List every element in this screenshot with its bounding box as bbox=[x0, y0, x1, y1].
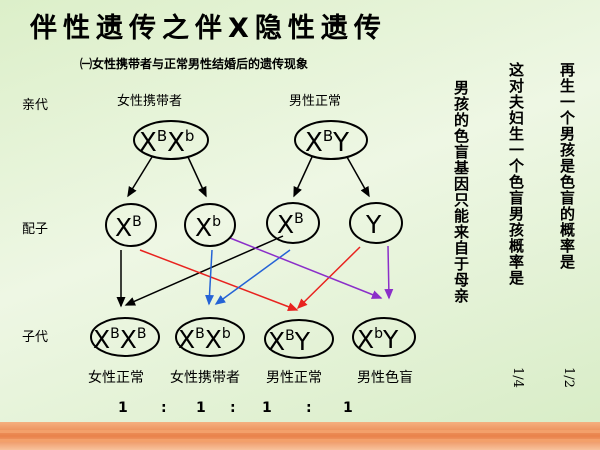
svg-text:XB: XB bbox=[277, 210, 304, 239]
answer-colorblind-son: 1/4 bbox=[510, 367, 525, 388]
svg-text:XBXb: XBXb bbox=[178, 325, 231, 354]
arrow-gamete1-to-offspring3 bbox=[139, 249, 299, 311]
male-parent-label: 男性正常 bbox=[289, 94, 342, 109]
row-label-gametes: 配子 bbox=[22, 222, 49, 237]
note-mother-origin: 男孩的色盲基因只能来自于母亲 bbox=[452, 80, 470, 304]
answer-son-colorblind: 1/2 bbox=[561, 367, 576, 388]
page-title: 伴性遗传之伴X隐性遗传 bbox=[30, 13, 387, 44]
svg-text:XBY: XBY bbox=[305, 127, 349, 158]
ratio-separator-1: : bbox=[161, 400, 167, 416]
arrow-female-to-gamete-1 bbox=[127, 156, 153, 198]
gamete-3: XB bbox=[266, 202, 320, 244]
svg-text:XB: XB bbox=[115, 213, 142, 242]
female-parent-genotype: XBXb bbox=[133, 120, 209, 160]
offspring-1-label: 女性正常 bbox=[88, 370, 144, 386]
ratio-value-2: 1 bbox=[196, 400, 206, 416]
offspring-3-label: 男性正常 bbox=[266, 370, 322, 386]
offspring-4-label: 男性色盲 bbox=[357, 370, 413, 386]
svg-text:Y: Y bbox=[365, 210, 382, 239]
svg-text:Xb: Xb bbox=[195, 213, 221, 242]
note-colorblind-son-probability: 这对夫妇生一个色盲男孩概率是 bbox=[507, 62, 525, 286]
note-son-colorblind-probability: 再生一个男孩是色盲的概率是 bbox=[558, 62, 576, 270]
svg-text:XbY: XbY bbox=[357, 325, 399, 354]
gamete-4: Y bbox=[349, 202, 403, 244]
arrow-gamete3-to-offspring1 bbox=[124, 235, 284, 306]
gamete-1: XB bbox=[105, 203, 157, 247]
svg-text:XBXB: XBXB bbox=[93, 325, 147, 354]
gamete-2: Xb bbox=[184, 203, 236, 247]
diagram-subtitle: ㈠女性携带者与正常男性结婚后的遗传现象 bbox=[80, 57, 309, 71]
arrow-female-to-gamete-2 bbox=[187, 156, 207, 198]
arrow-male-to-gamete-4 bbox=[346, 156, 370, 198]
offspring-2-label: 女性携带者 bbox=[170, 370, 240, 386]
arrow-gamete2-to-offspring4 bbox=[229, 237, 383, 299]
arrow-gamete4-to-offspring4 bbox=[384, 245, 394, 300]
offspring-3-genotype: XBY bbox=[264, 319, 334, 359]
ratio-value-4: 1 bbox=[343, 400, 353, 416]
arrow-male-to-gamete-3 bbox=[293, 156, 313, 198]
ratio-value-3: 1 bbox=[262, 400, 272, 416]
offspring-4-genotype: XbY bbox=[352, 317, 416, 357]
row-label-offspring: 子代 bbox=[22, 330, 49, 345]
svg-text:XBY: XBY bbox=[268, 327, 311, 356]
ratio-separator-2: : bbox=[230, 400, 236, 416]
male-parent-genotype: XBY bbox=[294, 120, 368, 160]
ratio-value-1: 1 bbox=[118, 400, 128, 416]
arrow-gamete2-to-offspring2 bbox=[205, 249, 214, 306]
svg-text:XBXb: XBXb bbox=[139, 127, 194, 158]
arrow-gamete3-to-offspring2 bbox=[214, 249, 291, 305]
row-label-parents: 亲代 bbox=[22, 98, 49, 113]
offspring-1-genotype: XBXB bbox=[90, 317, 160, 357]
offspring-2-genotype: XBXb bbox=[175, 317, 245, 357]
ratio-separator-3: : bbox=[306, 400, 312, 416]
female-parent-label: 女性携带者 bbox=[117, 94, 183, 109]
bottom-decor-bar bbox=[0, 422, 600, 450]
